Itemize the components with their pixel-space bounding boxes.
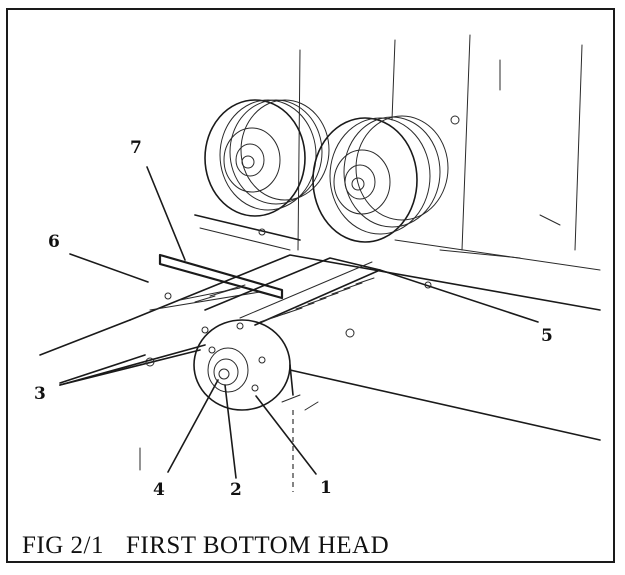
- caption-number: FIG 2/1: [22, 532, 104, 559]
- top-roller-left: [204, 99, 330, 217]
- machine-bed: [39, 214, 601, 441]
- leader-lines: [59, 166, 539, 479]
- small-detail: [304, 401, 319, 411]
- leader-3b: [59, 344, 206, 386]
- leader-3a: [59, 354, 146, 384]
- figure-caption: FIG 2/1 FIRST BOTTOM HEAD: [22, 532, 389, 560]
- leader-4: [167, 379, 219, 473]
- leader-1: [255, 395, 317, 475]
- figure-frame: [6, 8, 615, 563]
- leader-7: [146, 166, 186, 261]
- leader-5: [379, 269, 539, 323]
- callout-1: 1: [320, 478, 332, 498]
- top-roller-right: [312, 115, 449, 243]
- callout-6: 6: [48, 232, 60, 252]
- callout-2: 2: [230, 480, 242, 500]
- callout-3: 3: [34, 384, 46, 404]
- guide-bar: [158, 253, 284, 300]
- callout-5: 5: [541, 326, 553, 346]
- bottom-head-assembly: [193, 319, 301, 411]
- callout-7: 7: [130, 138, 142, 158]
- machine-housing: [297, 34, 601, 271]
- caption-title: FIRST BOTTOM HEAD: [125, 532, 390, 559]
- leader-6: [69, 253, 149, 283]
- callout-4: 4: [153, 480, 165, 500]
- leader-2: [224, 384, 237, 479]
